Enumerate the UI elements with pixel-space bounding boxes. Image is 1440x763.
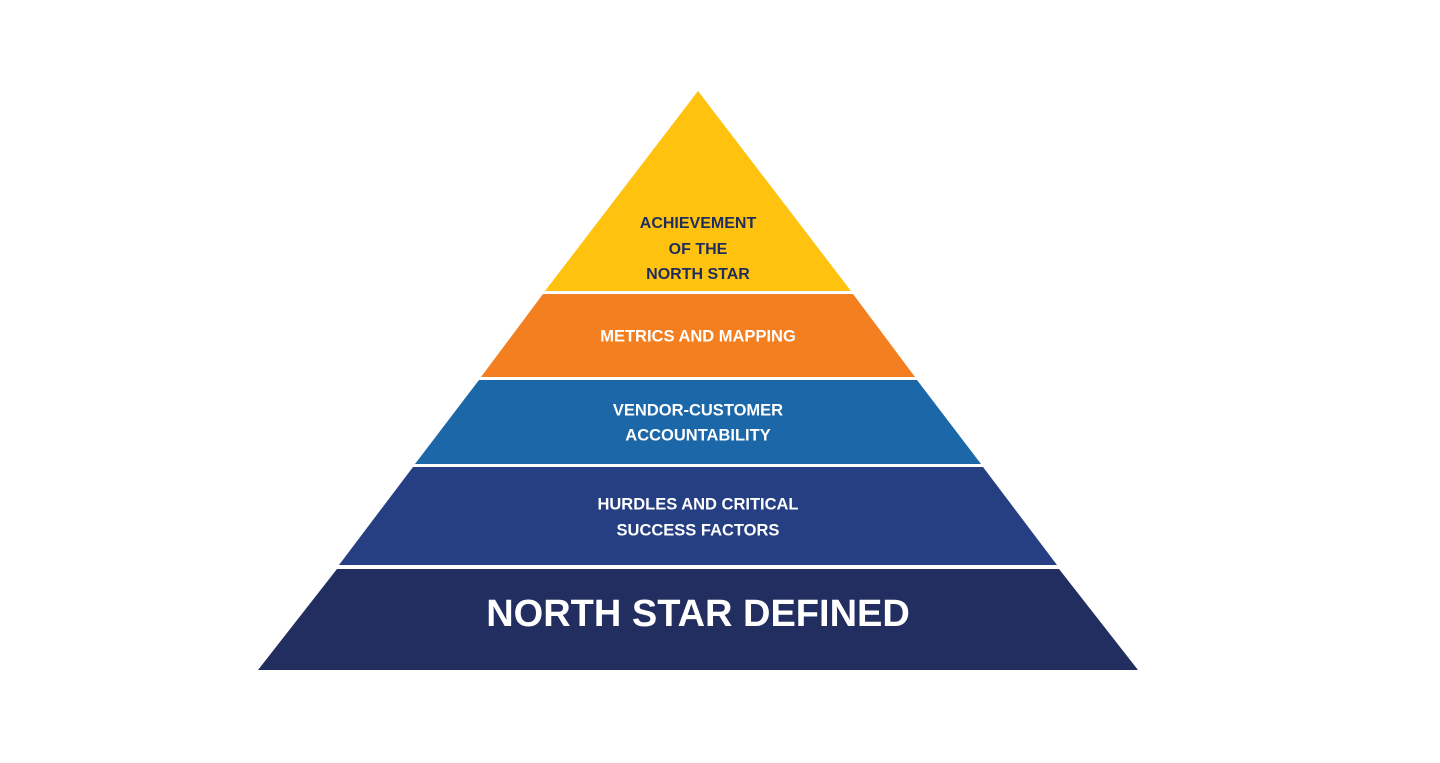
tier-north-star-defined-shape (258, 569, 1138, 670)
tier-metrics: METRICS AND MAPPING (481, 294, 915, 377)
tier-vendor-shape (415, 380, 981, 464)
tier-north-star-defined: NORTH STAR DEFINED (258, 569, 1138, 670)
tier-hurdles: HURDLES AND CRITICAL SUCCESS FACTORS (339, 467, 1057, 565)
tier-achievement-line-1: ACHIEVEMENT (640, 215, 757, 232)
tier-hurdles-shape (339, 467, 1057, 565)
tier-hurdles-line-1: HURDLES AND CRITICAL (597, 495, 798, 513)
tier-north-star-defined-line-1: NORTH STAR DEFINED (486, 593, 910, 635)
tier-vendor-line-2: ACCOUNTABILITY (625, 426, 770, 444)
tier-achievement-shape (545, 91, 851, 291)
tier-achievement-line-2: OF THE (669, 241, 728, 258)
tier-vendor-line-1: VENDOR-CUSTOMER (613, 401, 783, 419)
tier-achievement-line-3: NORTH STAR (646, 266, 750, 283)
tier-vendor: VENDOR-CUSTOMER ACCOUNTABILITY (415, 380, 981, 464)
tier-achievement: ACHIEVEMENT OF THE NORTH STAR (545, 91, 851, 291)
tier-hurdles-line-2: SUCCESS FACTORS (617, 521, 780, 539)
tier-metrics-line-1: METRICS AND MAPPING (600, 327, 796, 345)
tier-metrics-shape (481, 294, 915, 377)
